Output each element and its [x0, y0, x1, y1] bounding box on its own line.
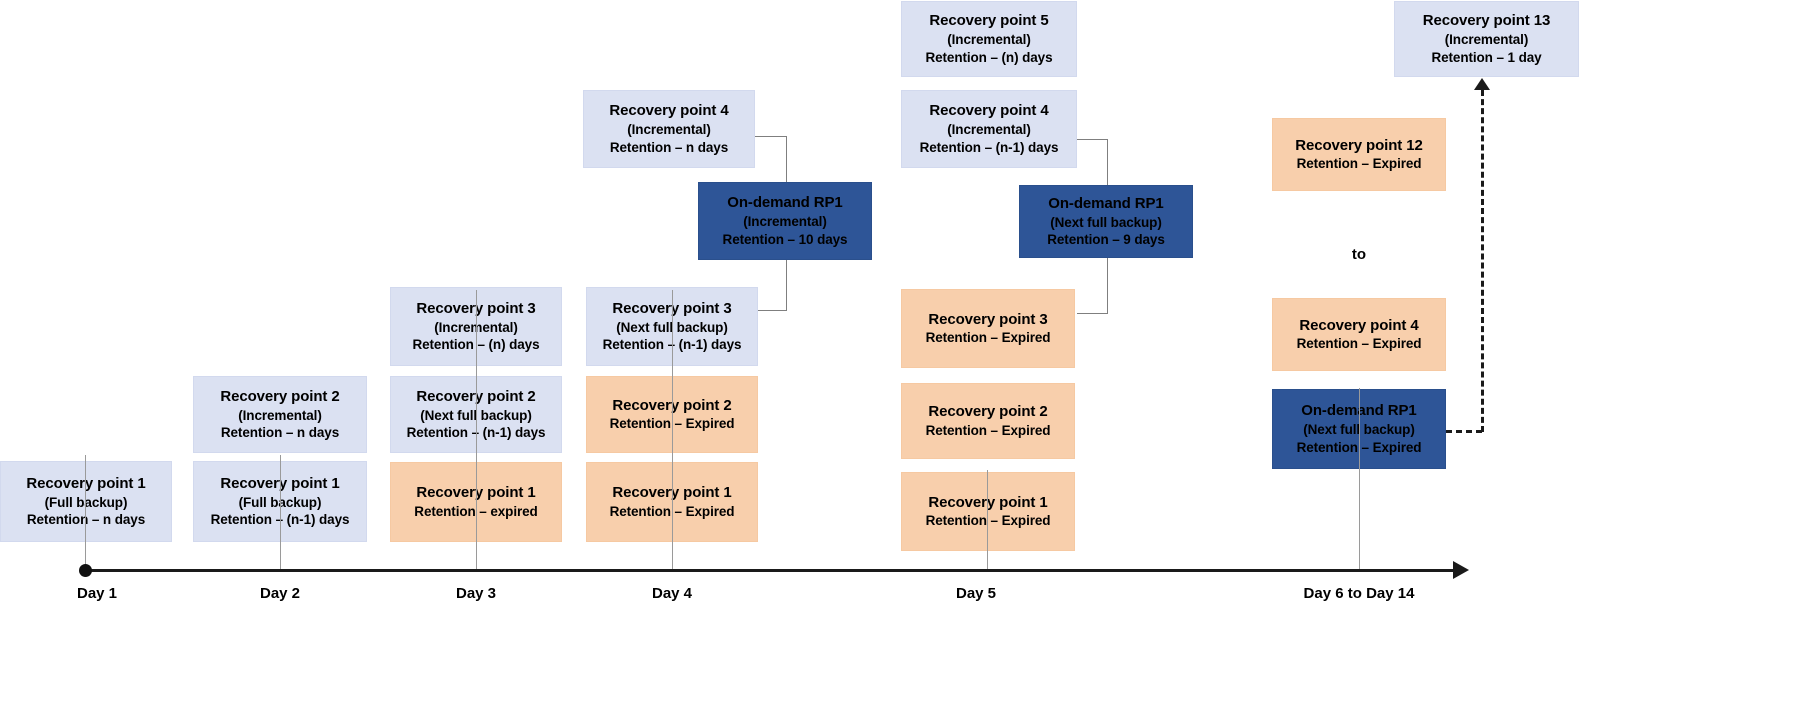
card-retention: Retention – n days	[26, 512, 146, 528]
dashed-connector-horizontal	[1446, 430, 1482, 433]
axis-label-day2: Day 2	[259, 585, 301, 602]
card-title: On-demand RP1	[727, 194, 843, 212]
card-day2-rp2[interactable]: Recovery point 2 (Incremental) Retention…	[193, 376, 367, 453]
axis-tick-day4	[672, 290, 673, 570]
card-day4-ondemand-rp1[interactable]: On-demand RP1 (Incremental) Retention – …	[698, 182, 872, 260]
connector-day4-bottom-h	[755, 310, 787, 311]
timeline-axis	[85, 569, 1457, 572]
card-title: On-demand RP1	[1048, 194, 1164, 212]
card-day6-rp13[interactable]: Recovery point 13 (Incremental) Retentio…	[1394, 1, 1579, 77]
card-retention: Retention – Expired	[925, 513, 1051, 529]
card-title: Recovery point 2	[220, 387, 340, 405]
card-retention: Retention – (n-1) days	[919, 139, 1059, 155]
axis-label-day6: Day 6 to Day 14	[1303, 585, 1415, 602]
card-day5-rp1[interactable]: Recovery point 1 Retention – Expired	[901, 472, 1075, 551]
card-retention: Retention – n days	[220, 425, 340, 441]
card-type: (Incremental)	[627, 122, 711, 138]
card-type: (Incremental)	[947, 122, 1031, 138]
axis-label-day5: Day 5	[955, 585, 997, 602]
axis-label-day4: Day 4	[651, 585, 693, 602]
card-type: (Full backup)	[44, 494, 128, 510]
card-title: Recovery point 5	[929, 12, 1049, 30]
connector-day5-bottom-h	[1077, 313, 1108, 314]
card-title: Recovery point 4	[609, 102, 729, 120]
card-day5-rp5[interactable]: Recovery point 5 (Incremental) Retention…	[901, 1, 1077, 77]
card-title: Recovery point 4	[1299, 316, 1419, 334]
card-day4-rp4[interactable]: Recovery point 4 (Incremental) Retention…	[583, 90, 755, 168]
axis-tick-day3	[476, 290, 477, 570]
card-retention: Retention – (n) days	[925, 49, 1053, 65]
card-retention: Retention – Expired	[925, 330, 1051, 346]
dashed-connector-vertical	[1481, 90, 1484, 432]
card-retention: Retention – Expired	[925, 422, 1051, 438]
card-type: (Incremental)	[238, 407, 322, 423]
card-day5-rp2[interactable]: Recovery point 2 Retention – Expired	[901, 383, 1075, 459]
card-day6-rp12[interactable]: Recovery point 12 Retention – Expired	[1272, 118, 1446, 191]
connector-day5-top-h	[1077, 139, 1108, 140]
timeline-arrow-icon	[1453, 561, 1469, 579]
card-retention: Retention – Expired	[1296, 336, 1422, 352]
card-type: (Next full backup)	[1050, 214, 1162, 230]
timeline-origin-dot-icon	[79, 564, 92, 577]
range-to-label: to	[1351, 246, 1367, 263]
card-retention: Retention – 1 day	[1431, 49, 1542, 65]
axis-label-day1: Day 1	[76, 585, 118, 602]
card-title: Recovery point 1	[928, 493, 1048, 511]
axis-tick-day6	[1359, 388, 1360, 570]
card-type: (Incremental)	[947, 32, 1031, 48]
card-title: Recovery point 3	[928, 310, 1048, 328]
connector-day4-top-h	[755, 136, 787, 137]
axis-tick-day2	[280, 455, 281, 570]
card-day6-rp4[interactable]: Recovery point 4 Retention – Expired	[1272, 298, 1446, 371]
card-title: Recovery point 12	[1295, 136, 1423, 154]
card-title: Recovery point 13	[1422, 12, 1551, 30]
card-title: Recovery point 1	[26, 474, 146, 492]
card-title: Recovery point 2	[928, 403, 1048, 421]
card-day5-ondemand-rp1[interactable]: On-demand RP1 (Next full backup) Retenti…	[1019, 185, 1193, 258]
dashed-connector-arrow	[1474, 78, 1490, 90]
axis-tick-day1	[85, 455, 86, 570]
card-retention: Retention – n days	[609, 139, 729, 155]
card-title: Recovery point 4	[929, 102, 1049, 120]
card-day5-rp3[interactable]: Recovery point 3 Retention – Expired	[901, 289, 1075, 368]
card-retention: Retention – 9 days	[1047, 232, 1165, 248]
card-retention: Retention – Expired	[1296, 156, 1422, 172]
axis-label-day3: Day 3	[455, 585, 497, 602]
card-day1-rp1[interactable]: Recovery point 1 (Full backup) Retention…	[0, 461, 172, 542]
card-retention: Retention – 10 days	[722, 231, 848, 247]
card-type: (Incremental)	[743, 214, 827, 230]
card-day5-rp4[interactable]: Recovery point 4 (Incremental) Retention…	[901, 90, 1077, 168]
axis-tick-day5	[987, 470, 988, 570]
card-type: (Incremental)	[1444, 32, 1529, 48]
